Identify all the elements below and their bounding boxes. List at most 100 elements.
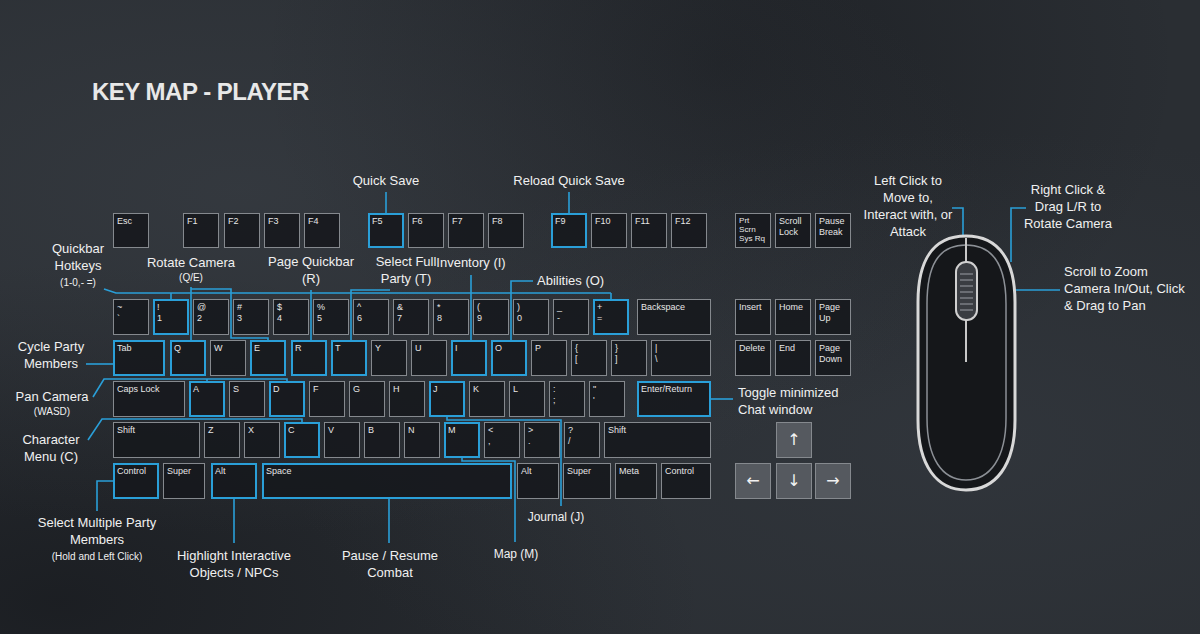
key-legend: #	[237, 302, 265, 313]
leader-line	[191, 289, 268, 340]
key: F10	[591, 213, 627, 248]
mouse-inner-outline	[927, 245, 1006, 480]
key: F12	[671, 213, 707, 248]
key: ~`	[113, 299, 149, 335]
key: $4	[273, 299, 309, 335]
key: X	[244, 422, 280, 458]
callout-label: Reload Quick Save	[498, 172, 640, 189]
key: %5	[313, 299, 349, 335]
key: F8	[488, 213, 524, 248]
key: Esc	[113, 213, 149, 248]
key-legend: 8	[437, 313, 465, 324]
key: S	[229, 381, 265, 417]
key: F6	[408, 213, 444, 248]
key-legend: F6	[412, 216, 440, 227]
key-legend: L	[513, 384, 541, 395]
key-legend: %	[317, 302, 345, 313]
key: Alt	[517, 463, 559, 499]
key-legend: Y	[375, 343, 403, 354]
leader-line	[568, 192, 570, 213]
leader-line	[385, 192, 387, 213]
key-legend: }	[615, 343, 643, 354]
key-legend: -	[557, 313, 585, 324]
key-legend: U	[415, 343, 443, 354]
key-legend: Prt Scrn	[739, 216, 767, 234]
key-legend: Delete	[739, 343, 767, 354]
key-legend: F8	[492, 216, 520, 227]
key: Super	[163, 463, 205, 499]
key-legend: Scroll Lock	[779, 216, 807, 239]
key-legend: $	[277, 302, 305, 313]
key-legend: W	[214, 343, 242, 354]
key: &7	[393, 299, 429, 335]
mapped-key: O	[491, 340, 527, 376]
key: K	[469, 381, 505, 417]
key: U	[411, 340, 447, 376]
callout-label: Quickbar Hotkeys	[40, 240, 116, 274]
callout-label: Map (M)	[484, 546, 548, 563]
callout-label: Scroll to Zoom Camera In/Out, Click & Dr…	[1064, 263, 1194, 314]
mapped-key: !1	[153, 299, 189, 335]
key: "'	[589, 381, 625, 417]
key-legend: ?	[568, 425, 596, 436]
key-legend: (	[477, 302, 505, 313]
key-legend: ←	[746, 471, 759, 491]
key-legend: 3	[237, 313, 265, 324]
key: {[	[571, 340, 607, 376]
key-legend: 4	[277, 313, 305, 324]
key: F1	[183, 213, 219, 248]
key-legend: ↓	[787, 471, 800, 491]
callout-label: Left Click to Move to, Interact with, or…	[863, 172, 953, 240]
mapped-key: C	[284, 422, 320, 458]
key-legend: R	[295, 343, 323, 354]
mapped-key: E	[250, 340, 286, 376]
key-legend: 9	[477, 313, 505, 324]
leader-line	[97, 481, 113, 511]
key-legend: F1	[187, 216, 215, 227]
key: L	[509, 381, 545, 417]
key-legend: X	[248, 425, 276, 436]
leader-line	[388, 499, 390, 543]
key-legend: Super	[567, 466, 607, 477]
key: Delete	[735, 340, 771, 376]
key-legend: 6	[357, 313, 385, 324]
mapped-key: F5	[368, 213, 404, 248]
key-legend: Meta	[619, 466, 653, 477]
key-legend: Enter/Return	[641, 384, 707, 395]
mapped-key: Q	[170, 340, 206, 376]
key-legend: )	[517, 302, 545, 313]
callout-label: Inventory (I)	[428, 254, 514, 271]
leader-line	[233, 499, 235, 543]
key: ?/	[564, 422, 600, 458]
key-legend: /	[568, 436, 596, 447]
key: @2	[193, 299, 229, 335]
key-legend: J	[433, 384, 461, 395]
key-legend: N	[408, 425, 436, 436]
key-legend: Break	[819, 227, 847, 238]
key: _-	[553, 299, 589, 335]
key-legend: ;	[553, 395, 581, 406]
callout-label: (WASD)	[8, 405, 96, 418]
key-legend: Z	[208, 425, 236, 436]
key: Caps Lock	[113, 381, 185, 417]
key-legend: ]	[615, 354, 643, 365]
key: (9	[473, 299, 509, 335]
callout-label: (Q/E)	[135, 271, 247, 284]
arrow-key: ↓	[776, 463, 812, 499]
key: Super	[563, 463, 611, 499]
mapped-key: R	[291, 340, 327, 376]
key-legend: I	[455, 343, 483, 354]
key-legend: Home	[779, 302, 807, 313]
key-legend: Alt	[215, 466, 253, 477]
callout-label: Highlight Interactive Objects / NPCs	[160, 547, 308, 581]
arrow-key: ↑	[776, 422, 812, 458]
key-legend: Page Down	[819, 343, 847, 366]
key-legend: Sys Rq	[739, 234, 767, 243]
key-legend: Q	[174, 343, 202, 354]
key-legend: Insert	[739, 302, 767, 313]
key-legend: T	[335, 343, 363, 354]
callout-label: Cycle Party Members	[8, 338, 94, 372]
key-legend: Esc	[117, 216, 145, 227]
key: P	[531, 340, 567, 376]
